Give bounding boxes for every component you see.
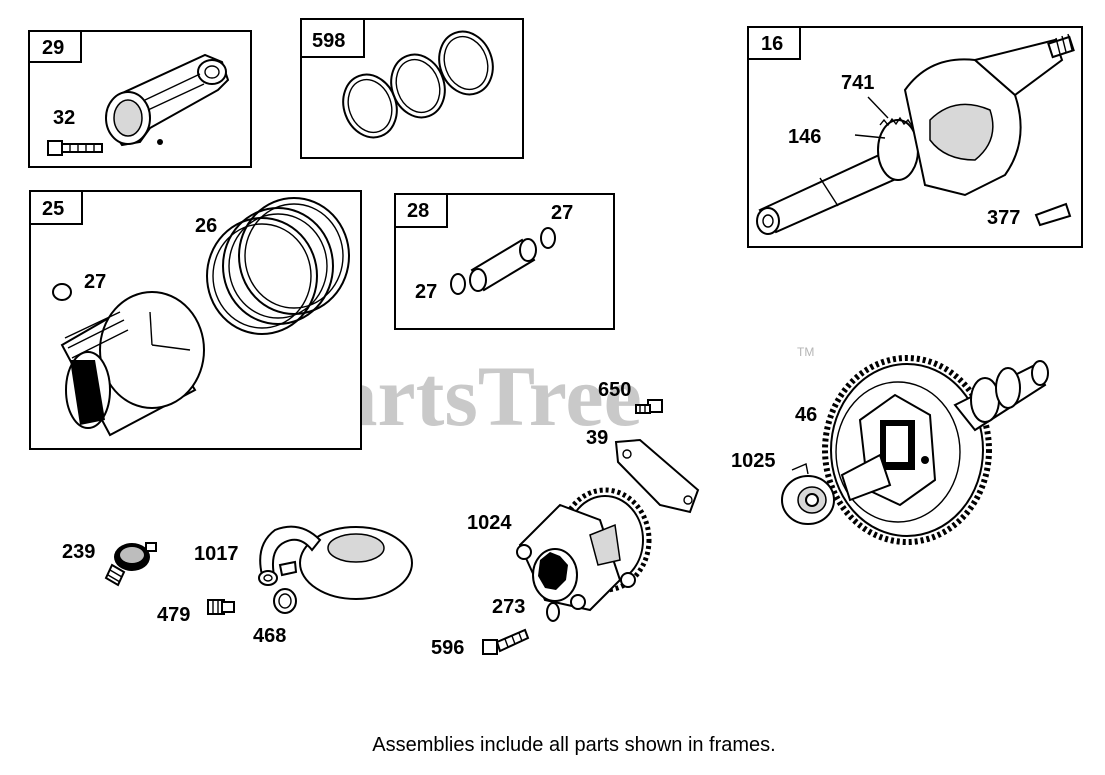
plug-479-icon xyxy=(207,599,235,615)
frame-598-label: 598 xyxy=(312,30,345,52)
woodruff-key-icon xyxy=(1034,202,1072,227)
callout-479[interactable]: 479 xyxy=(157,604,190,626)
frame-25[interactable]: 25 26 27 xyxy=(29,190,362,450)
callout-32[interactable]: 32 xyxy=(53,107,75,129)
crankshaft-icon xyxy=(756,33,1075,235)
callout-26[interactable]: 26 xyxy=(195,215,217,237)
piston-icon xyxy=(60,291,205,437)
watermark-trademark: TM xyxy=(797,345,814,359)
wrist-pin-clip-icon xyxy=(540,227,556,249)
wrist-pin-icon xyxy=(469,238,537,292)
camshaft-icon xyxy=(840,360,1049,502)
camshaft-group[interactable]: 46 1025 xyxy=(731,355,1049,545)
callout-650[interactable]: 650 xyxy=(598,379,631,401)
callout-741[interactable]: 741 xyxy=(841,72,874,94)
bolt-650-icon xyxy=(635,399,663,414)
callout-27-piston[interactable]: 27 xyxy=(84,271,106,293)
retaining-clip-icon xyxy=(52,283,72,301)
ring-set-icon xyxy=(342,30,494,139)
oil-sensor-icon xyxy=(104,542,157,587)
wrist-pin-clip-icon xyxy=(450,273,466,295)
callout-146[interactable]: 146 xyxy=(788,126,821,148)
frame-16[interactable]: 16 741 146 377 xyxy=(747,26,1083,248)
callout-1017[interactable]: 1017 xyxy=(194,543,239,565)
frame-25-label: 25 xyxy=(42,198,64,220)
cam-gear-icon xyxy=(822,355,992,545)
connecting-rod-icon xyxy=(105,53,230,147)
callout-596[interactable]: 596 xyxy=(431,637,464,659)
cover-gasket-group[interactable]: 650 39 xyxy=(586,379,700,514)
callout-1024[interactable]: 1024 xyxy=(467,512,512,534)
bolt-32-icon xyxy=(47,140,103,156)
callout-1025[interactable]: 1025 xyxy=(731,450,776,472)
oil-pickup-group[interactable]: 1017 479 468 xyxy=(157,525,413,647)
callout-239[interactable]: 239 xyxy=(62,541,95,563)
gasket-39-icon xyxy=(614,438,700,514)
callout-273[interactable]: 273 xyxy=(492,596,525,618)
frame-28-label: 28 xyxy=(407,200,429,222)
footer-note: Assemblies include all parts shown in fr… xyxy=(372,734,776,756)
callout-468[interactable]: 468 xyxy=(253,625,286,647)
callout-39[interactable]: 39 xyxy=(586,427,608,449)
oil-pickup-icon xyxy=(258,525,413,600)
oil-pump-icon xyxy=(516,487,652,612)
callout-46[interactable]: 46 xyxy=(795,404,817,426)
washer-468-icon xyxy=(273,588,297,614)
callout-27-lower[interactable]: 27 xyxy=(415,281,437,303)
bolt-596-icon xyxy=(482,628,530,655)
oil-pump-group[interactable]: 1024 273 596 xyxy=(431,487,652,659)
callout-27-upper[interactable]: 27 xyxy=(551,202,573,224)
frame-28[interactable]: 28 27 27 xyxy=(394,193,615,330)
o-ring-273-icon xyxy=(546,602,560,622)
callout-377[interactable]: 377 xyxy=(987,207,1020,229)
frame-598[interactable]: 598 xyxy=(300,18,524,159)
piston-rings-icon xyxy=(206,197,350,335)
oil-sensor-group[interactable]: 239 xyxy=(62,541,157,587)
frame-16-label: 16 xyxy=(761,33,783,55)
frame-29[interactable]: 29 32 xyxy=(28,30,252,168)
frame-29-label: 29 xyxy=(42,37,64,59)
compression-release-icon xyxy=(781,463,835,525)
